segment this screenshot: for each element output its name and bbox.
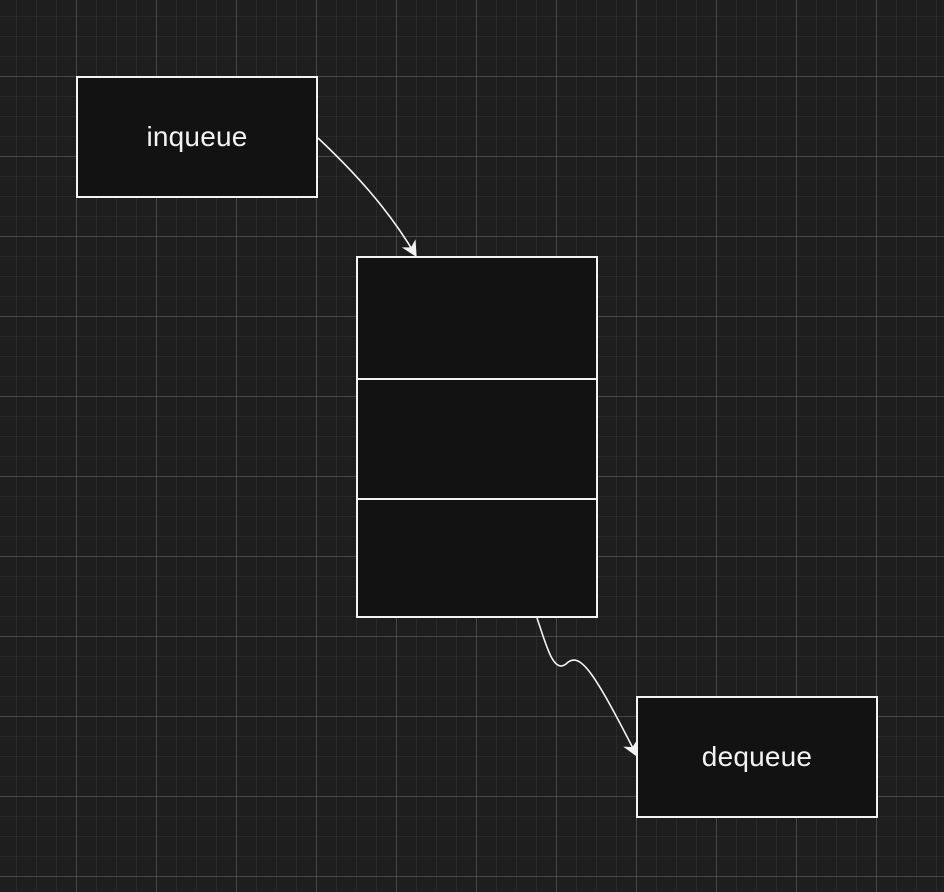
inqueue-node[interactable]: inqueue: [76, 76, 318, 198]
queue-container[interactable]: [356, 256, 598, 618]
dequeue-node[interactable]: dequeue: [636, 696, 878, 818]
queue-slot[interactable]: [358, 498, 596, 618]
dequeue-label: dequeue: [701, 741, 813, 772]
queue-slot[interactable]: [358, 378, 596, 498]
inqueue-label: inqueue: [146, 121, 248, 152]
queue-slot[interactable]: [358, 258, 596, 378]
